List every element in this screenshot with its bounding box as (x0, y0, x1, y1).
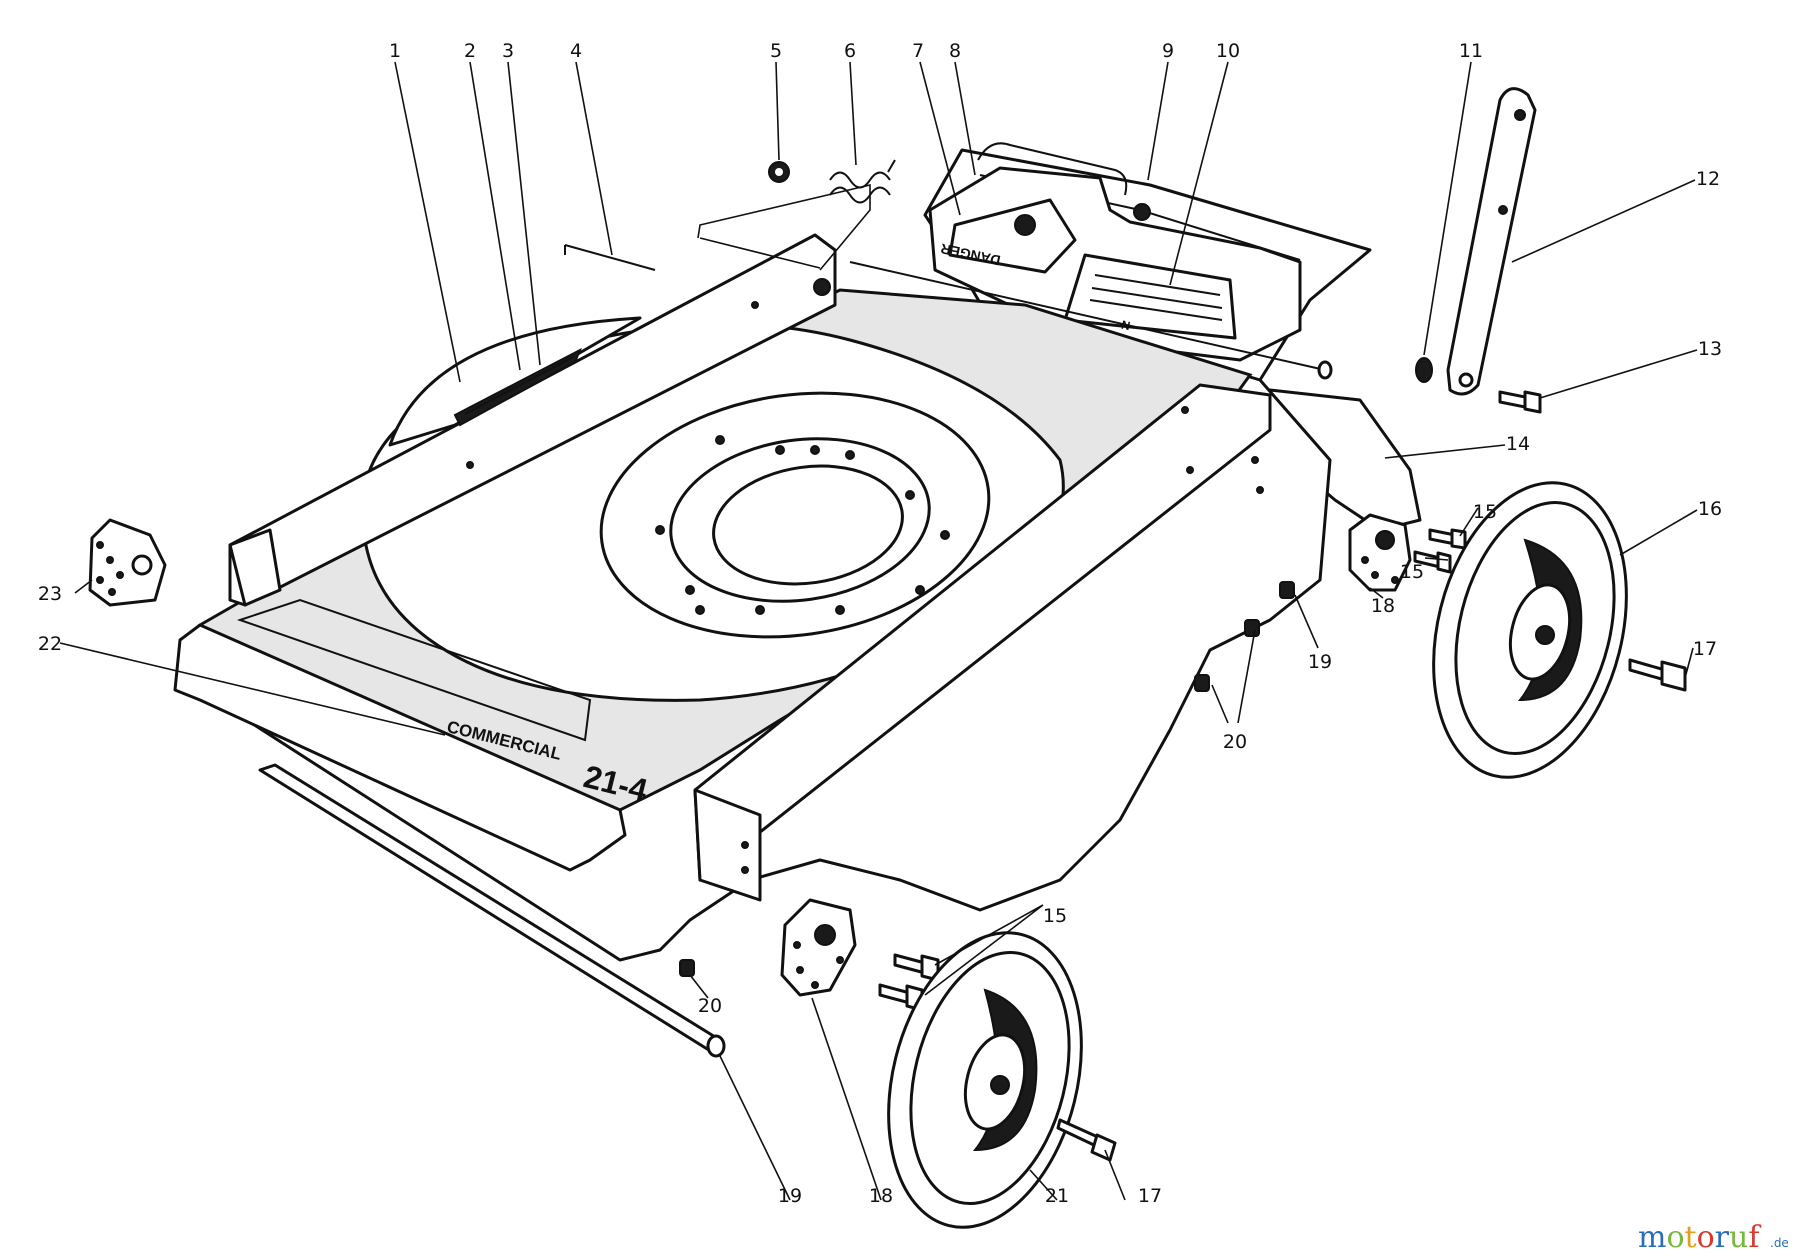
callout-numbers: 1 2 3 4 5 6 7 8 9 10 11 12 13 14 15 15 1… (38, 40, 1722, 1207)
callout-18-rear: 18 (1371, 595, 1395, 617)
callout-5: 5 (770, 40, 782, 62)
bolt-13 (1498, 390, 1542, 414)
callout-16: 16 (1698, 498, 1722, 520)
callout-4: 4 (570, 40, 582, 62)
callout-18-front: 18 (869, 1185, 893, 1207)
leader-lines (59, 61, 1698, 1201)
torsion-spring (829, 159, 896, 204)
callout-23: 23 (38, 583, 62, 605)
rear-wheel (1432, 481, 1628, 779)
callout-22: 22 (38, 633, 62, 655)
callout-14: 14 (1506, 433, 1530, 455)
model-decal-outline (236, 598, 592, 742)
washer-11 (1415, 357, 1433, 383)
height-plate-18-rear (1348, 513, 1412, 592)
instruction-decal: N (1063, 253, 1237, 340)
watermark-logo: motoruf (1638, 1220, 1761, 1255)
watermark-suffix: .de (1770, 1236, 1789, 1250)
watermark-letter-t: t (1685, 1220, 1697, 1255)
callout-19-rear: 19 (1308, 651, 1332, 673)
site-watermark: motoruf .de (1638, 1220, 1789, 1255)
left-frame-rail (228, 233, 837, 607)
bolts-15-front (878, 953, 940, 1012)
watermark-letter-m: m (1638, 1220, 1666, 1255)
hinge-pin (564, 244, 656, 271)
watermark-letter-u: u (1729, 1220, 1748, 1255)
callout-13: 13 (1698, 338, 1722, 360)
hinge-rod (849, 261, 1326, 371)
callout-3: 3 (502, 40, 514, 62)
callout-9: 9 (1162, 40, 1174, 62)
watermark-letter-o2: o (1697, 1220, 1715, 1255)
front-wheel (887, 931, 1083, 1229)
danger-decal (948, 198, 1077, 274)
callout-15-front: 15 (1043, 905, 1067, 927)
watermark-letter-o: o (1666, 1220, 1684, 1255)
callout-10: 10 (1216, 40, 1240, 62)
callout-12: 12 (1696, 168, 1720, 190)
callout-2: 2 (464, 40, 476, 62)
callout-21: 21 (1045, 1185, 1069, 1207)
callout-1: 1 (389, 40, 401, 62)
rear-hood-hinge-rod (977, 142, 1128, 196)
rear-nuts (679, 581, 1295, 977)
handle-bracket (1446, 87, 1537, 396)
axle-bolt-17-rear (1628, 658, 1687, 692)
callout-17-rear: 17 (1693, 638, 1717, 660)
callout-20-front: 20 (698, 995, 722, 1017)
rear-vent (388, 316, 642, 447)
callout-20-rear: 20 (1223, 731, 1247, 753)
callout-15-rear-a: 15 (1473, 501, 1497, 523)
callout-6: 6 (844, 40, 856, 62)
watermark-letter-f: f (1748, 1220, 1761, 1255)
callout-17-front: 17 (1138, 1185, 1162, 1207)
axle-bolt-17-front (1056, 1118, 1117, 1162)
height-plate-23 (88, 518, 167, 607)
callout-11: 11 (1459, 40, 1483, 62)
mower-deck: COMMERCIAL 21-4 (173, 233, 1422, 1058)
callout-15-rear-b: 15 (1400, 561, 1424, 583)
callout-19-front: 19 (778, 1185, 802, 1207)
callout-8: 8 (949, 40, 961, 62)
watermark-letter-r: r (1715, 1220, 1730, 1255)
height-plate-18-front (780, 898, 857, 997)
callout-7: 7 (912, 40, 924, 62)
nut-5 (768, 161, 790, 183)
